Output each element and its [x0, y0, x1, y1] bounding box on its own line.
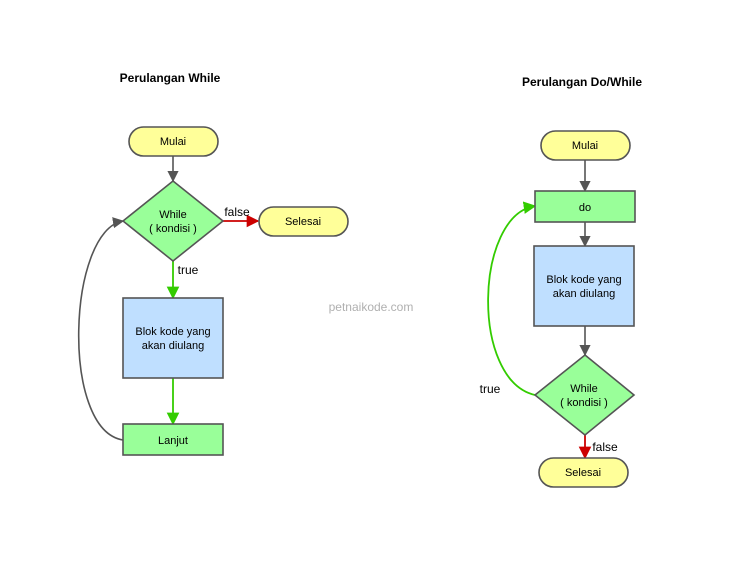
do-while-condition-line1: While	[570, 383, 598, 395]
while-start-label: Mulai	[160, 136, 186, 148]
do-while-block-line1: Blok kode yang	[546, 274, 621, 286]
while-condition-line1: While	[159, 209, 187, 221]
while-label-false: false	[224, 205, 250, 219]
while-block-process	[122, 297, 224, 379]
do-while-title: Perulangan Do/While	[522, 75, 642, 89]
do-while-edge-loop-back-true	[487, 201, 537, 396]
while-condition-line2: ( kondisi )	[149, 223, 197, 235]
while-block-line2: akan diulang	[142, 340, 204, 352]
do-while-end-label: Selesai	[565, 467, 601, 479]
while-condition-decision	[121, 179, 225, 263]
watermark: petnaikode.com	[329, 300, 414, 314]
while-flowchart: Perulangan While false true Mulai While …	[77, 71, 349, 456]
do-while-block-line2: akan diulang	[553, 288, 615, 300]
do-while-start-label: Mulai	[572, 140, 598, 152]
while-block-line1: Blok kode yang	[135, 326, 210, 338]
while-title: Perulangan While	[120, 71, 221, 85]
while-start-terminal	[128, 126, 219, 157]
while-next-label: Lanjut	[158, 435, 188, 447]
do-while-label-false: false	[592, 440, 618, 454]
do-while-do-label: do	[579, 202, 591, 214]
do-while-start-terminal	[540, 130, 631, 161]
while-end-terminal	[258, 206, 349, 237]
while-label-true: true	[178, 263, 199, 277]
do-while-condition-line2: ( kondisi )	[560, 397, 608, 409]
while-edge-loop-back	[77, 217, 125, 441]
do-while-flowchart: Perulangan Do/While true false Mulai do …	[480, 75, 642, 488]
do-while-condition-decision	[533, 353, 636, 437]
do-while-end-terminal	[538, 457, 629, 488]
while-end-label: Selesai	[285, 216, 321, 228]
do-while-label-true: true	[480, 382, 501, 396]
do-while-block-process	[533, 245, 635, 327]
do-while-do-step	[534, 190, 636, 223]
while-next-step	[122, 423, 224, 456]
